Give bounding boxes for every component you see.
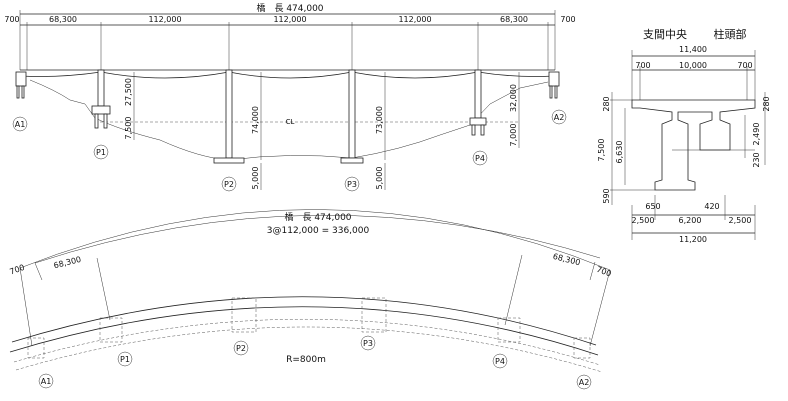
height-dim-p4-lower: 7,000 bbox=[509, 124, 518, 147]
svg-text:A1: A1 bbox=[41, 377, 52, 386]
svg-text:P1: P1 bbox=[96, 148, 106, 157]
height-dim-p3: 73,000 bbox=[375, 106, 384, 134]
section-top-middle: 10,000 bbox=[679, 61, 707, 70]
svg-text:P3: P3 bbox=[363, 339, 373, 348]
section-bottom-haunch: 420 bbox=[704, 202, 719, 211]
span-dim-4: 112,000 bbox=[273, 15, 306, 24]
svg-text:A2: A2 bbox=[579, 378, 590, 387]
section-right-dim-top: 280 bbox=[762, 96, 771, 111]
section-left-dim-web: 6,630 bbox=[615, 141, 624, 164]
elev-support-p2: P2 bbox=[221, 176, 237, 192]
plan-support-p3: P3 bbox=[360, 335, 376, 351]
section-right-dim-mid: 2,490 bbox=[752, 123, 761, 146]
plan-dim-left-span: 68,300 bbox=[53, 255, 82, 271]
plan-dim-right-span: 68,300 bbox=[552, 252, 581, 268]
section-bottom-web: 650 bbox=[645, 202, 660, 211]
elev-support-a1: A1 bbox=[12, 116, 28, 132]
section-heading-pier: 柱頭部 bbox=[714, 27, 747, 41]
elev-support-p4: P4 bbox=[472, 150, 488, 166]
section-bottom-middle: 6,200 bbox=[679, 216, 702, 225]
section-top-width: 11,400 bbox=[679, 45, 707, 54]
cross-section: 支間中央 柱頭部 11,400 700 10,000 700 280 7,500… bbox=[597, 27, 771, 244]
elevation-view: 橋 長 474,000 700 68,300 112,000 112,000 1… bbox=[4, 2, 576, 192]
height-dim-p1-upper: 27,500 bbox=[124, 78, 133, 106]
plan-support-p2: P2 bbox=[233, 340, 249, 356]
section-top-right-edge: 700 bbox=[737, 61, 752, 70]
span-dim-7: 700 bbox=[560, 15, 575, 24]
plan-support-a2: A2 bbox=[576, 374, 592, 390]
plan-dim-right-edge: 700 bbox=[595, 265, 612, 279]
svg-text:P2: P2 bbox=[236, 344, 246, 353]
footing-dim-p3: 5,000 bbox=[375, 167, 384, 190]
svg-text:P1: P1 bbox=[120, 355, 130, 364]
section-left-dim-total: 7,500 bbox=[597, 139, 606, 162]
svg-text:P3: P3 bbox=[347, 180, 357, 189]
section-bottom-total: 11,200 bbox=[679, 235, 707, 244]
plan-radius: R=800m bbox=[286, 355, 326, 365]
plan-dim-left-edge: 700 bbox=[8, 263, 25, 277]
footing-dim-p2: 5,000 bbox=[251, 167, 260, 190]
section-right-dim-bottom: 230 bbox=[752, 152, 761, 167]
height-dim-p4-upper: 32,000 bbox=[509, 84, 518, 112]
plan-subtitle: 3@112,000 = 336,000 bbox=[267, 226, 370, 236]
plan-title: 橋 長 474,000 bbox=[284, 211, 351, 223]
elevation-title: 橋 長 474,000 bbox=[256, 2, 323, 14]
plan-support-p1: P1 bbox=[117, 351, 133, 367]
svg-text:P4: P4 bbox=[475, 154, 485, 163]
section-bottom-left: 2,500 bbox=[632, 216, 655, 225]
span-dim-2: 68,300 bbox=[49, 15, 77, 24]
span-dim-3: 112,000 bbox=[148, 15, 181, 24]
elev-support-p3: P3 bbox=[344, 176, 360, 192]
plan-view: 橋 長 474,000 3@112,000 = 336,000 700 68,3… bbox=[8, 209, 613, 390]
svg-text:P4: P4 bbox=[495, 357, 505, 366]
svg-text:A2: A2 bbox=[554, 113, 565, 122]
section-left-dim-top: 280 bbox=[602, 96, 611, 111]
span-dim-6: 68,300 bbox=[500, 15, 528, 24]
section-bottom-right: 2,500 bbox=[729, 216, 752, 225]
centerline-mark: CL bbox=[286, 118, 295, 126]
svg-text:P2: P2 bbox=[224, 180, 234, 189]
section-top-left-edge: 700 bbox=[635, 61, 650, 70]
svg-text:A1: A1 bbox=[15, 120, 26, 129]
span-dim-1: 700 bbox=[4, 15, 19, 24]
elev-support-p1: P1 bbox=[93, 144, 109, 160]
height-dim-p2: 74,000 bbox=[251, 106, 260, 134]
plan-support-p4: P4 bbox=[492, 353, 508, 369]
plan-support-a1: A1 bbox=[38, 373, 54, 389]
section-left-dim-bottom: 590 bbox=[602, 188, 611, 203]
section-heading-midspan: 支間中央 bbox=[643, 28, 687, 41]
height-dim-p1-lower: 7,500 bbox=[124, 117, 133, 140]
elev-support-a2: A2 bbox=[551, 109, 567, 125]
span-dim-5: 112,000 bbox=[398, 15, 431, 24]
